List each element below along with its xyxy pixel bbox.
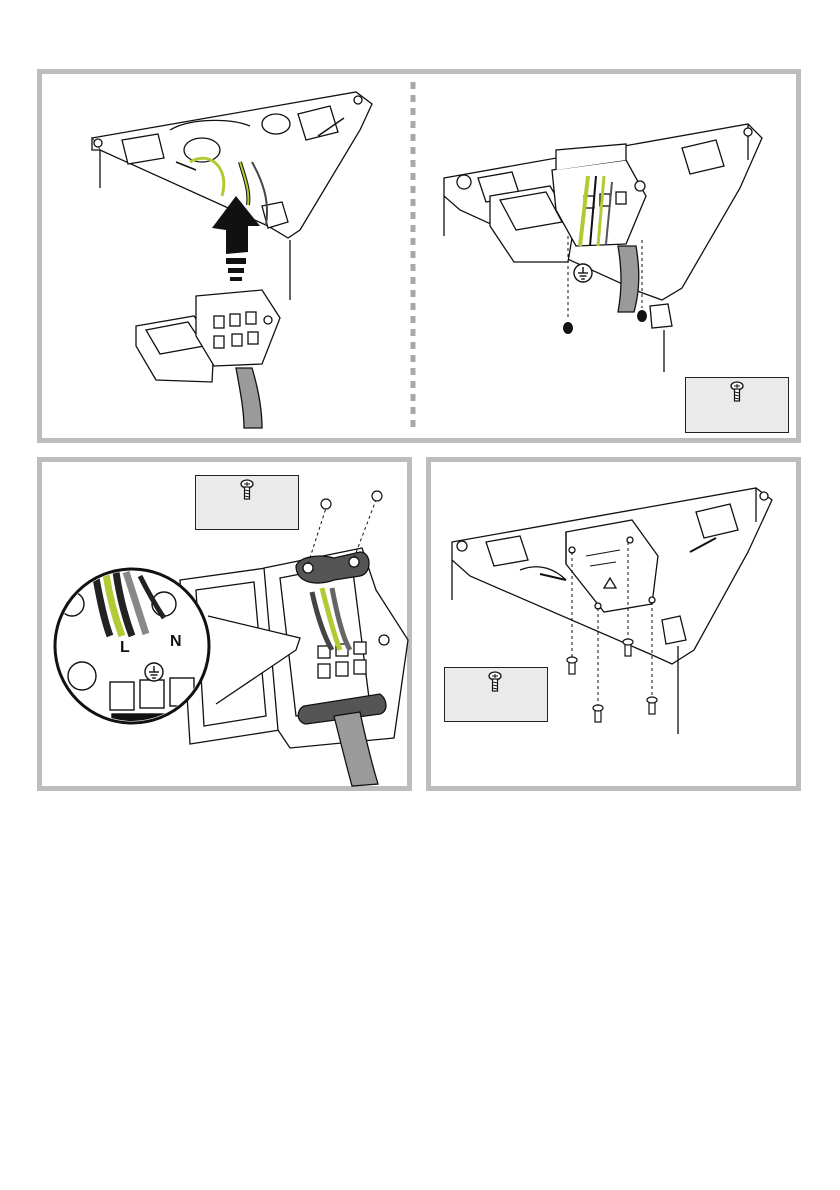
terminal-block-zoom-icon: L N <box>55 569 209 724</box>
hood-base-step2-icon <box>444 124 762 372</box>
terminal-label-neutral: N <box>170 633 182 650</box>
terminal-label-live: L <box>120 639 130 656</box>
screw-icon <box>731 382 743 401</box>
screw-icon <box>489 672 501 691</box>
terminal-box-icon <box>136 290 280 382</box>
cable-step2-icon <box>618 246 639 312</box>
screw-icon <box>241 480 253 499</box>
mount-screws-icon <box>563 310 647 334</box>
earth-symbol-icon <box>574 264 592 282</box>
cable-icon <box>236 368 262 428</box>
